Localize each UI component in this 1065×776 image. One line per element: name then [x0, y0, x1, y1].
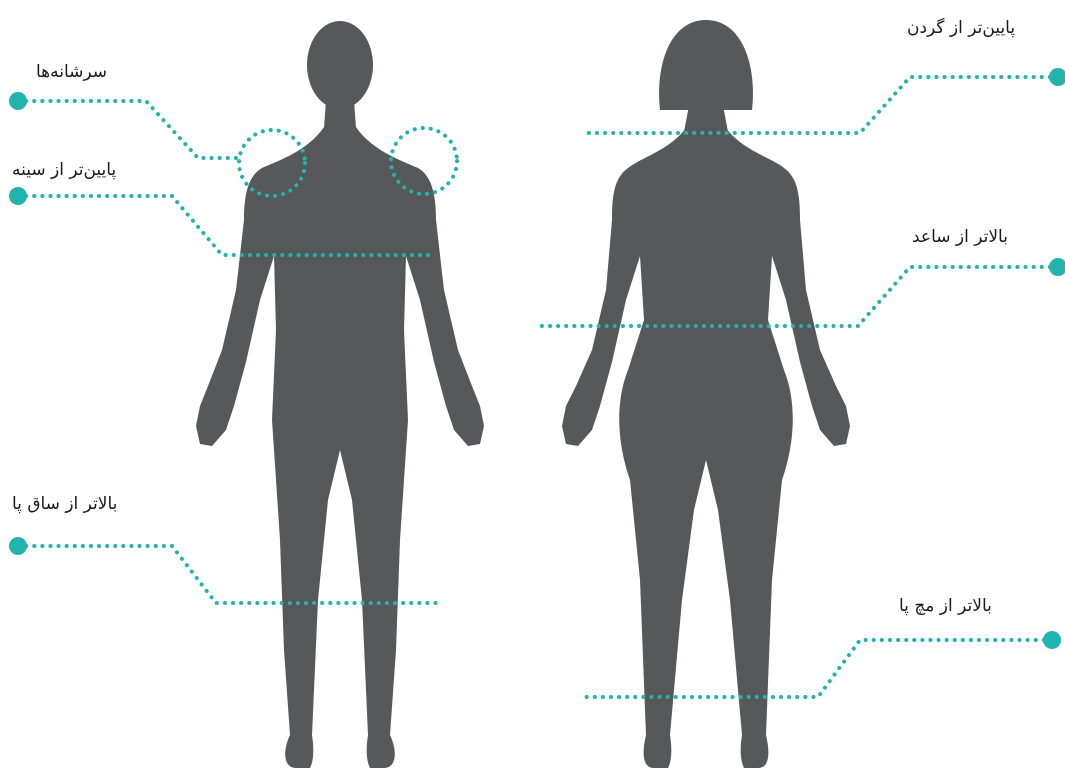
marker-dot-shoulders	[9, 92, 27, 110]
marker-dot-above-forearm	[1049, 258, 1065, 276]
marker-dot-above-ankle	[1043, 631, 1061, 649]
label-above-ankle: بالاتر از مچ پا	[899, 598, 992, 615]
leader-line-shoulders	[18, 101, 236, 158]
marker-dot-below-chest	[9, 187, 27, 205]
marker-dot-below-neck	[1049, 68, 1065, 86]
male-silhouette	[196, 21, 484, 768]
label-shoulders: سرشانه‌ها	[36, 64, 107, 81]
label-below-neck: پایین‌تر از گردن	[907, 20, 1015, 37]
label-above-calf: بالاتر از ساق پا	[12, 496, 117, 513]
marker-dot-above-calf	[9, 537, 27, 555]
label-above-forearm: بالاتر از ساعد	[912, 229, 1008, 246]
label-below-chest: پایین‌تر از سینه	[12, 162, 116, 179]
leader-line-below-neck	[584, 77, 1058, 133]
